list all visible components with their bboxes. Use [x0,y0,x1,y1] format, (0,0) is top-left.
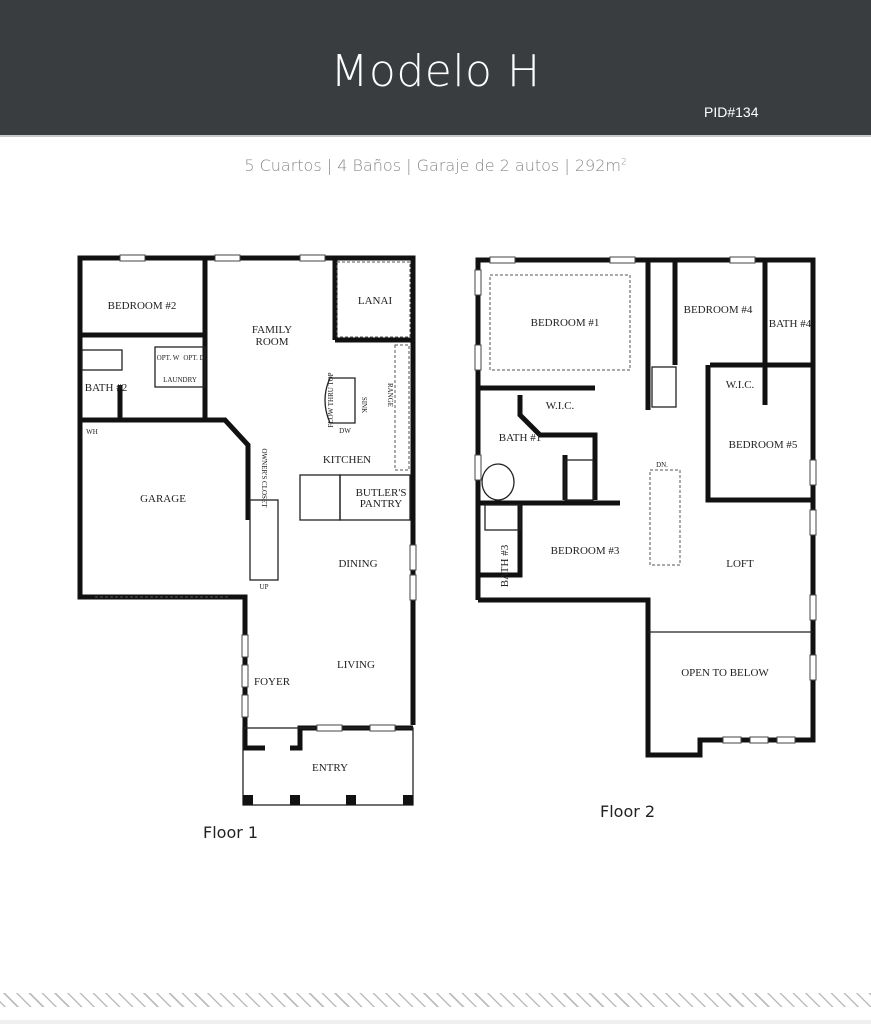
room-entry: ENTRY [312,762,348,774]
header-banner: Modelo H PID#134 [0,0,871,137]
hatched-divider [0,993,871,1007]
room-bedroom-1: BEDROOM #1 [531,317,600,329]
room-owners-closet: OWNER'S CLOSET [260,448,268,508]
room-bedroom-2: BEDROOM #2 [108,300,177,312]
room-lanai: LANAI [358,295,393,307]
room-bedroom-3: BEDROOM #3 [551,545,620,557]
label-sink: SINK [360,397,368,413]
room-wic-1: W.I.C. [546,400,575,412]
summary-superscript: 2 [620,157,627,168]
floor-1-label: Floor 1 [203,823,259,842]
room-open-to-below: OPEN TO BELOW [681,667,769,679]
label-opt-w: OPT. W [157,354,180,362]
room-bedroom-4: BEDROOM #4 [684,304,753,316]
summary-text: 5 Cuartos | 4 Baños | Garaje de 2 autos … [244,156,621,175]
room-bath-3: BATH #3 [499,544,511,587]
label-water-heater: WH [86,428,98,436]
room-bath-2: BATH #2 [85,382,127,394]
property-summary: 5 Cuartos | 4 Baños | Garaje de 2 autos … [0,156,871,175]
page-title: Modelo H [330,46,541,97]
floor-2-label: Floor 2 [600,802,656,821]
room-kitchen: KITCHEN [323,454,371,466]
room-laundry: LAUNDRY [163,376,197,384]
room-foyer: FOYER [254,676,291,688]
room-wic-2: W.I.C. [726,379,755,391]
room-family-2: ROOM [255,336,288,348]
label-opt-d: OPT. D [183,354,204,362]
property-id: PID#134 [704,104,759,120]
room-bath-1: BATH #1 [499,432,541,444]
room-bath-4: BATH #4 [769,318,812,330]
room-family-1: FAMILY [252,324,292,336]
label-stairs-down: DN. [656,461,668,469]
room-garage: GARAGE [140,493,186,505]
floor-1-plan: BEDROOM #2 BATH #2 OPT. W OPT. D LAUNDRY… [77,254,417,806]
floor-2-plan: BEDROOM #1 BEDROOM #4 BATH #4 W.I.C. W.I… [474,256,817,758]
room-butlers-2: PANTRY [360,498,402,510]
room-butlers-1: BUTLER'S [356,487,407,499]
room-living: LIVING [337,659,375,671]
room-bedroom-5: BEDROOM #5 [729,439,798,451]
label-dw: DW [339,427,351,435]
label-stairs-up: UP [260,583,269,591]
room-dining: DINING [338,558,377,570]
footer-strip [0,1020,871,1024]
room-loft: LOFT [726,558,754,570]
label-flow-thru: FLOW THRU TOP [327,372,335,427]
label-range: RANGE [386,383,394,407]
